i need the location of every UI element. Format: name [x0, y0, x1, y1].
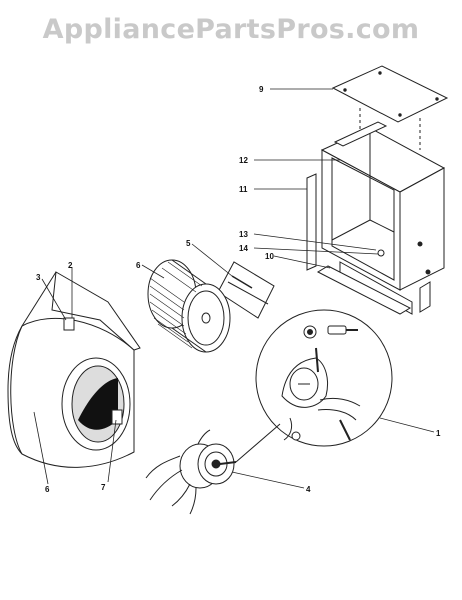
top-panel-part: [331, 65, 449, 150]
callout-14: 14: [239, 244, 248, 253]
callout-13: 13: [239, 230, 248, 239]
callout-1: 1: [436, 429, 441, 438]
callout-4: 4: [306, 485, 311, 494]
callout-9: 9: [259, 85, 264, 94]
blower-housing-part: [7, 271, 141, 468]
callout-2: 2: [68, 261, 73, 270]
motor-part: [145, 429, 237, 515]
callout-3: 3: [36, 273, 41, 282]
callout-10: 10: [265, 252, 274, 261]
callout-12: 12: [239, 156, 248, 165]
cabinet-box-part: [306, 121, 446, 315]
leader-lines: [33, 88, 435, 489]
callout-6-housing: 6: [45, 485, 50, 494]
callout-6-wheel: 6: [136, 261, 141, 270]
watermark-logo: AppliancePartsPros.com: [42, 14, 420, 45]
blower-wheel-part: [147, 259, 231, 353]
callout-11: 11: [239, 185, 248, 194]
callout-5: 5: [186, 239, 191, 248]
detail-callout-part: [235, 309, 393, 463]
callout-7: 7: [101, 483, 106, 492]
callout-labels: 9 12 11 13 14 10 5 6 3 2 1 4 7 6: [36, 85, 441, 494]
